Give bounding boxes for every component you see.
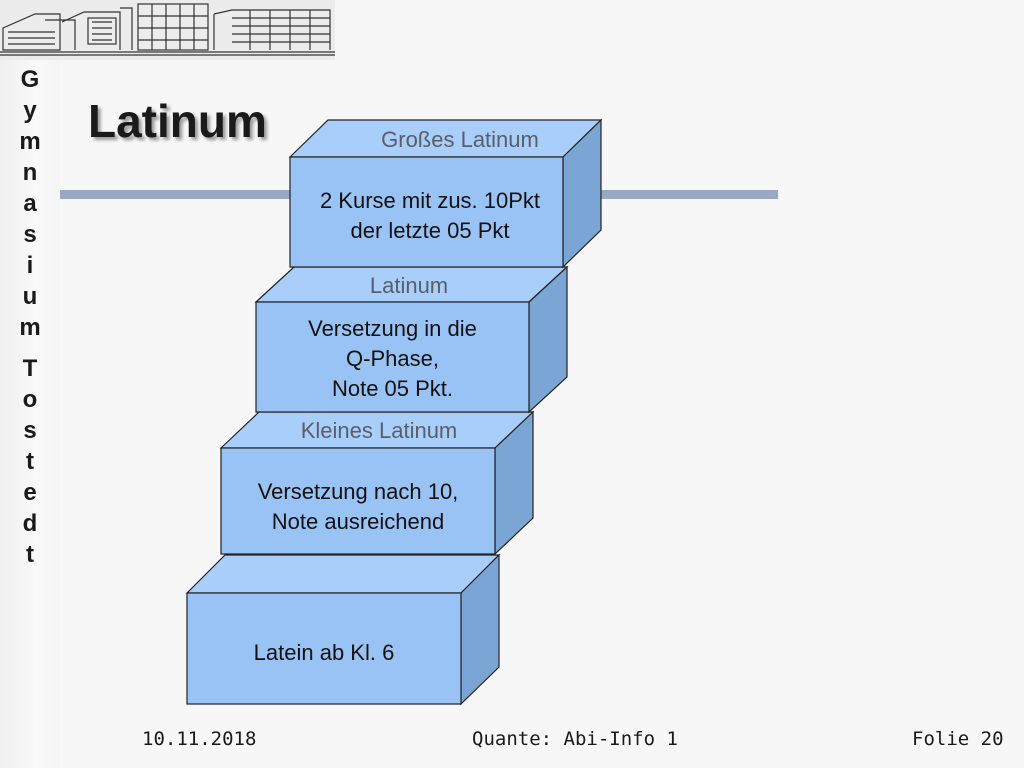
step-3-heading: Kleines Latinum (300, 418, 458, 443)
school-name-letter: e (23, 479, 37, 506)
school-name-letter: n (22, 159, 38, 186)
footer-page-number: Folie 20 (912, 728, 1004, 750)
step-2-line-1: Versetzung in die (308, 316, 477, 341)
school-name-letter: a (23, 190, 37, 217)
step-3-front (220, 447, 496, 555)
school-name-letter: t (26, 448, 34, 475)
step-1-text: 2 Kurse mit zus. 10Pkt der letzte 05 Pkt (290, 186, 570, 246)
school-name-letter: m (19, 314, 41, 341)
step-2-line-2: Q-Phase, (346, 346, 439, 371)
footer-center-text: Quante: Abi-Info 1 (472, 728, 678, 750)
school-name-letter: o (22, 386, 38, 413)
school-name-letter: s (23, 221, 37, 248)
step-3-line-1: Versetzung nach 10, (257, 479, 459, 504)
step-4-front (186, 592, 462, 705)
step-2-line-3: Note 05 Pkt. (331, 376, 454, 401)
step-4-top (185, 554, 501, 594)
school-name-letter: m (19, 128, 41, 155)
step-1-heading: Großes Latinum (381, 127, 539, 152)
school-name-letter: t (26, 541, 34, 568)
step-1-front (289, 156, 564, 268)
step-1-line-1: 2 Kurse mit zus. 10Pkt (319, 188, 541, 213)
step-2-heading: Latinum (369, 273, 449, 298)
step-2-text: Versetzung in die Q-Phase, Note 05 Pkt. (256, 314, 529, 404)
footer-date: 10.11.2018 (142, 728, 257, 750)
school-building-drawing (0, 3, 335, 56)
step-2-front (255, 301, 530, 413)
step-3-text: Versetzung nach 10, Note ausreichend (221, 477, 495, 537)
slide-title: Latinum (88, 95, 267, 147)
school-name-letter: T (22, 355, 38, 382)
step-4-text: Latein ab Kl. 6 (187, 638, 461, 668)
step-4-line-1: Latein ab Kl. 6 (253, 640, 395, 665)
school-name-letter: d (22, 510, 38, 537)
title-underline-right (600, 190, 778, 199)
school-name-letter: G (20, 66, 40, 93)
school-name-letter: u (22, 283, 38, 310)
side-band (0, 60, 60, 768)
step-3-line-2: Note ausreichend (271, 509, 445, 534)
step-1-line-2: der letzte 05 Pkt (350, 218, 510, 243)
school-name-letter: y (23, 97, 37, 124)
title-underline-left (60, 190, 292, 199)
school-name-letter: s (23, 417, 37, 444)
school-name-letter: i (26, 252, 34, 279)
header-logo-band (0, 0, 335, 60)
